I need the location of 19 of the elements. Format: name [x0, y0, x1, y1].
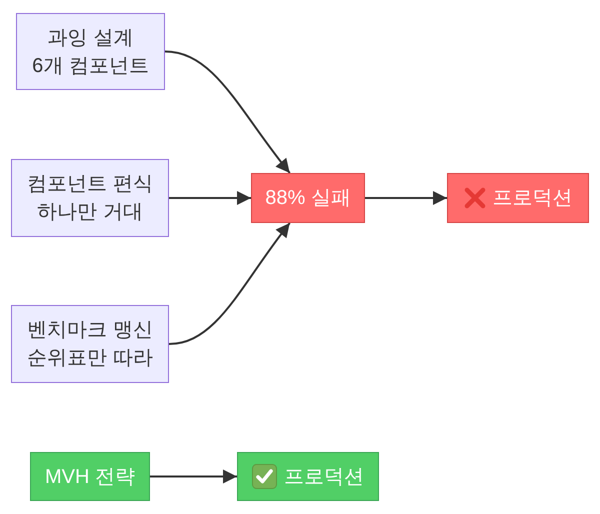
process-box: [16, 13, 165, 90]
result-box: [251, 173, 365, 223]
node-label: 프로덕션: [492, 186, 572, 211]
node-label: 프로덕션: [284, 464, 364, 490]
result-box: [237, 452, 379, 501]
node-label: MVH 전략: [45, 464, 135, 490]
arrow: [169, 191, 251, 205]
arrow: [365, 191, 447, 205]
arrow: [164, 50, 291, 174]
process-box: [11, 305, 169, 383]
node-label: 컴포넌트 편식 하나만 거대: [26, 172, 154, 225]
node-label: 88% 실패: [265, 186, 351, 211]
arrow: [168, 222, 291, 345]
process-box: [11, 159, 169, 237]
node-label: 과잉 설계 6개 컴포넌트: [31, 26, 150, 78]
arrow: [150, 470, 237, 484]
result-box: [30, 452, 150, 501]
result-box: [447, 173, 589, 223]
node-label: 벤치마크 맹신 순위표만 따라: [26, 318, 154, 371]
